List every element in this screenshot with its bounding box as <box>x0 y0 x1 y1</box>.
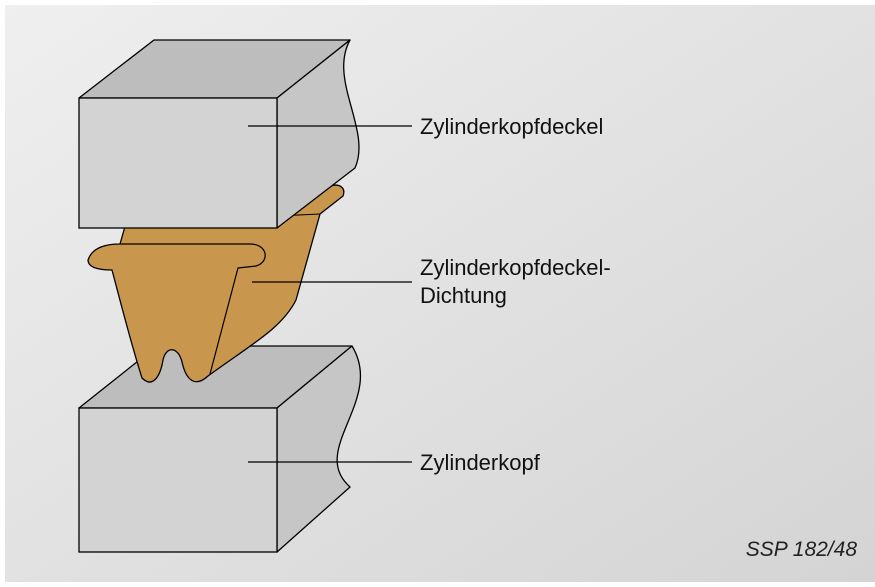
cover-side-face <box>276 39 360 229</box>
cover-front-face <box>78 97 278 229</box>
label-cylinder-head-cover: Zylinderkopfdeckel <box>420 114 604 139</box>
gasket-lip-line <box>120 243 266 375</box>
cylinder-head-front-face <box>78 407 278 553</box>
label-gasket-line2: Dichtung <box>420 283 507 308</box>
label-gasket: Zylinderkopfdeckel- Dichtung <box>420 254 611 310</box>
gasket-shape <box>87 184 345 383</box>
label-cylinder-head: Zylinderkopf <box>420 450 540 475</box>
reference-code: SSP 182/48 <box>745 538 857 561</box>
label-gasket-line1: Zylinderkopfdeckel- <box>420 255 611 280</box>
cylinder-head-block <box>78 345 362 553</box>
cylinder-head-side-face <box>276 345 362 553</box>
cylinder-head-cover-block <box>78 39 360 229</box>
